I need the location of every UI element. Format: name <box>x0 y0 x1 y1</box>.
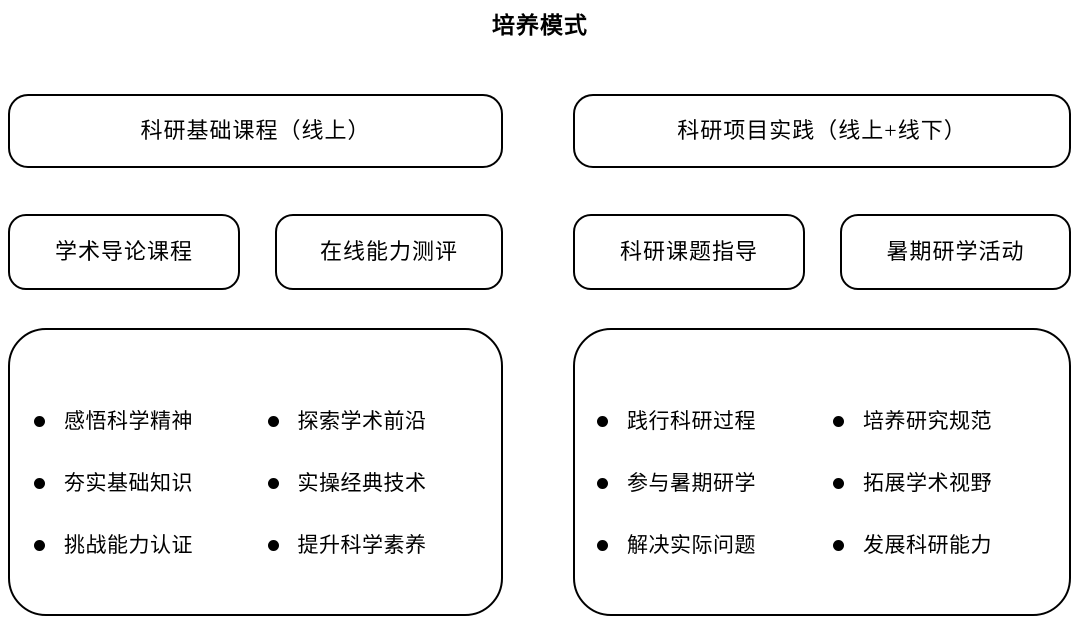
bullet-dot-icon <box>597 415 608 427</box>
sub-box-summer-research-activity[interactable]: 暑期研学活动 <box>840 214 1071 290</box>
page-title: 培养模式 <box>492 12 588 38</box>
list-item-label: 提升科学素养 <box>297 533 427 557</box>
list-item-label: 培养研究规范 <box>863 409 992 433</box>
sub-box-label: 科研课题指导 <box>619 239 758 264</box>
header-box-label: 科研项目实践（线上+线下） <box>677 118 967 143</box>
header-box-research-project-practice[interactable]: 科研项目实践（线上+线下） <box>573 94 1071 168</box>
bullet-dot-icon <box>34 539 45 551</box>
header-box-research-foundation-course[interactable]: 科研基础课程（线上） <box>8 94 503 168</box>
list-item: 参与暑期研学 <box>597 469 833 497</box>
bullet-dot-icon <box>597 477 608 489</box>
list-item: 培养研究规范 <box>833 407 1069 435</box>
list-item-label: 实操经典技术 <box>297 471 427 495</box>
sub-box-online-ability-assessment[interactable]: 在线能力测评 <box>275 214 503 290</box>
bullet-grid: 践行科研过程 培养研究规范 参与暑期研学 拓展学术视野 解决实际问题 发展科研能… <box>575 390 1069 576</box>
bullet-grid: 感悟科学精神 探索学术前沿 夯实基础知识 实操经典技术 挑战能力认证 提升科学素… <box>10 390 501 576</box>
bullet-dot-icon <box>833 415 844 427</box>
list-item: 拓展学术视野 <box>833 469 1069 497</box>
bullet-panel-research-foundation-outcomes: 感悟科学精神 探索学术前沿 夯实基础知识 实操经典技术 挑战能力认证 提升科学素… <box>8 328 503 616</box>
bullet-dot-icon <box>597 539 608 551</box>
list-item-label: 挑战能力认证 <box>64 533 193 557</box>
list-item-label: 感悟科学精神 <box>64 409 193 433</box>
bullet-dot-icon <box>267 415 279 427</box>
sub-box-label: 学术导论课程 <box>54 239 193 264</box>
list-item: 践行科研过程 <box>597 407 833 435</box>
list-item: 感悟科学精神 <box>34 407 268 435</box>
sub-box-academic-introduction-course[interactable]: 学术导论课程 <box>8 214 240 290</box>
sub-box-research-topic-guidance[interactable]: 科研课题指导 <box>573 214 805 290</box>
bullet-dot-icon <box>833 539 844 551</box>
list-item-label: 发展科研能力 <box>863 533 992 557</box>
bullet-dot-icon <box>267 477 279 489</box>
list-item: 挑战能力认证 <box>34 531 268 559</box>
list-item-label: 参与暑期研学 <box>627 471 756 495</box>
list-item-label: 解决实际问题 <box>627 533 756 557</box>
list-item-label: 夯实基础知识 <box>64 471 193 495</box>
list-item: 解决实际问题 <box>597 531 833 559</box>
header-box-label: 科研基础课程（线上） <box>140 118 371 143</box>
list-item: 夯实基础知识 <box>34 469 268 497</box>
list-item: 探索学术前沿 <box>267 407 502 435</box>
list-item: 提升科学素养 <box>267 531 502 559</box>
list-item-label: 拓展学术视野 <box>863 471 992 495</box>
bullet-dot-icon <box>34 477 45 489</box>
bullet-dot-icon <box>833 477 844 489</box>
sub-box-label: 暑期研学活动 <box>886 239 1025 264</box>
bullet-dot-icon <box>267 539 279 551</box>
list-item: 发展科研能力 <box>833 531 1069 559</box>
list-item-label: 践行科研过程 <box>627 409 756 433</box>
bullet-dot-icon <box>34 415 45 427</box>
sub-box-label: 在线能力测评 <box>319 239 458 264</box>
list-item-label: 探索学术前沿 <box>297 409 427 433</box>
bullet-panel-research-practice-outcomes: 践行科研过程 培养研究规范 参与暑期研学 拓展学术视野 解决实际问题 发展科研能… <box>573 328 1071 616</box>
list-item: 实操经典技术 <box>267 469 502 497</box>
